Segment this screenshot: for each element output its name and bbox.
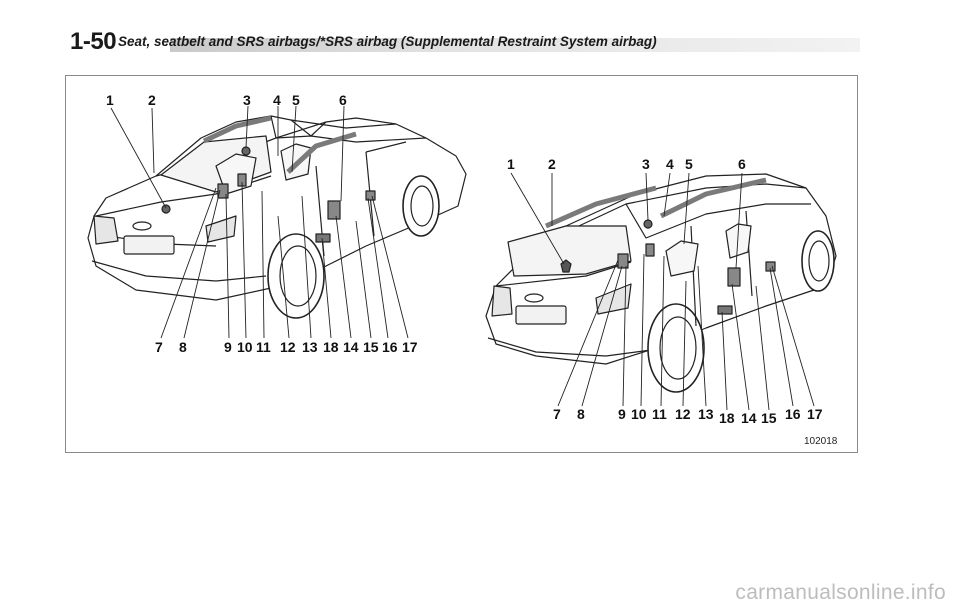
header-bar	[170, 38, 860, 52]
sedan-callouts: 1 2 3 4 5 6 7 8 9 10 11 12 13 18 14 15 1…	[106, 92, 418, 355]
sedan-callout-9: 9	[224, 339, 232, 355]
wagon-callout-16: 16	[785, 406, 801, 422]
wagon-callout-18: 18	[719, 410, 735, 426]
wagon-callout-3: 3	[642, 156, 650, 172]
wagon-callout-12: 12	[675, 406, 691, 422]
wagon-callout-2: 2	[548, 156, 556, 172]
sedan-callout-4: 4	[273, 92, 281, 108]
sedan-callout-13: 13	[302, 339, 318, 355]
wagon-callout-7: 7	[553, 406, 561, 422]
wagon-callout-10: 10	[631, 406, 647, 422]
wagon-illustration	[485, 172, 837, 411]
sedan-callout-3: 3	[243, 92, 251, 108]
wagon-callout-5: 5	[685, 156, 693, 172]
wagon-callout-6: 6	[738, 156, 746, 172]
sedan-callout-1: 1	[106, 92, 114, 108]
sedan-callout-8: 8	[179, 339, 187, 355]
car-illustration: 1 2 3 4 5 6 7 8 9 10 11 12 13 18 14 15 1…	[87, 92, 838, 447]
wagon-callout-9: 9	[618, 406, 626, 422]
wagon-callout-4: 4	[666, 156, 674, 172]
airbag-location-figure: 1 2 3 4 5 6 7 8 9 10 11 12 13 18 14 15 1…	[65, 75, 858, 453]
sedan-callout-11: 11	[256, 339, 271, 355]
sedan-callout-16: 16	[382, 339, 398, 355]
wagon-callout-14: 14	[741, 410, 757, 426]
sedan-callout-6: 6	[339, 92, 347, 108]
sedan-callout-15: 15	[363, 339, 379, 355]
sedan-callout-10: 10	[237, 339, 253, 355]
wagon-callout-11: 11	[652, 406, 667, 422]
page-number: 1-50	[70, 28, 117, 55]
sedan-illustration	[87, 105, 467, 339]
sedan-callout-17: 17	[402, 339, 418, 355]
sedan-callout-18: 18	[323, 339, 339, 355]
figure-id: 102018	[804, 436, 838, 447]
wagon-callout-8: 8	[577, 406, 585, 422]
wagon-callout-13: 13	[698, 406, 714, 422]
section-title: Seat, seatbelt and SRS airbags/*SRS airb…	[118, 34, 657, 49]
wagon-callouts: 1 2 3 4 5 6 7 8 9 10 11 12 13 18 14 15 1…	[507, 156, 823, 426]
watermark-text: carmanualsonline.info	[735, 581, 946, 604]
sedan-callout-14: 14	[343, 339, 359, 355]
sedan-callout-12: 12	[280, 339, 296, 355]
wagon-callout-17: 17	[807, 406, 823, 422]
sedan-callout-5: 5	[292, 92, 300, 108]
wagon-callout-15: 15	[761, 410, 777, 426]
wagon-callout-1: 1	[507, 156, 515, 172]
sedan-callout-7: 7	[155, 339, 163, 355]
sedan-callout-2: 2	[148, 92, 156, 108]
page-header: 1-50 Seat, seatbelt and SRS airbags/*SRS…	[70, 28, 860, 58]
